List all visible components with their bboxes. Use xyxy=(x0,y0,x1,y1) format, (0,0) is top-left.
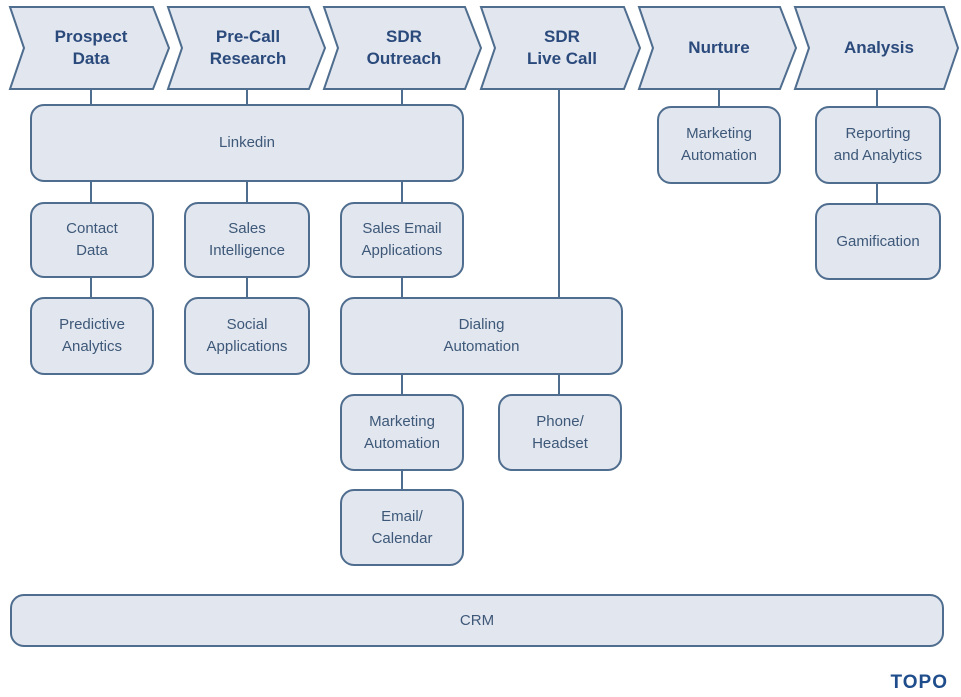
node-marketing-automation-nurture: Marketing Automation xyxy=(657,106,781,184)
node-email-calendar: Email/ Calendar xyxy=(340,489,464,566)
connector-line xyxy=(718,89,720,107)
node-label-line: CRM xyxy=(459,611,495,629)
node-label-line: Sales Email xyxy=(362,220,442,237)
node-label-line: Reporting xyxy=(845,125,911,142)
node-label-line: Automation xyxy=(681,147,757,164)
node-label-line: Social xyxy=(226,316,268,333)
node-label-line: Linkedin xyxy=(219,134,275,151)
node-label-line: Analytics xyxy=(61,338,123,355)
connector-line xyxy=(558,374,560,395)
node-label-line: Phone/ xyxy=(536,412,584,430)
stage-sdr-live-call: SDR Live Call xyxy=(499,6,625,90)
connector-line xyxy=(90,89,92,105)
stage-label-line: Prospect xyxy=(54,27,128,46)
stage-pre-call-research: Pre-Call Research xyxy=(186,6,310,90)
chevron-sdr-outreach xyxy=(322,6,483,90)
connector-line xyxy=(401,277,403,298)
node-label-line: Dialing xyxy=(458,316,505,333)
node-label-line: Marketing xyxy=(686,125,752,142)
node-label-line: Intelligence xyxy=(209,242,285,259)
connector-line xyxy=(876,183,878,204)
connector-line xyxy=(90,181,92,203)
node-predictive-analytics: Predictive Analytics xyxy=(30,297,154,375)
stage-label-line: Data xyxy=(72,49,110,68)
node-label-line: Email/ xyxy=(381,507,423,525)
connector-line xyxy=(401,181,403,203)
chevron-nurture xyxy=(637,6,798,90)
stage-nurture: Nurture xyxy=(657,6,781,90)
connector-line xyxy=(876,89,878,107)
stage-analysis: Analysis xyxy=(813,6,945,90)
node-gamification: Gamification xyxy=(815,203,941,280)
stage-sdr-outreach: SDR Outreach xyxy=(342,6,466,90)
chevron-sdr-live-call xyxy=(479,6,642,90)
stage-label-line: Nurture xyxy=(688,38,750,57)
node-sales-email-applications: Sales Email Applications xyxy=(340,202,464,278)
node-sales-intelligence: Sales Intelligence xyxy=(184,202,310,278)
node-social-applications: Social Applications xyxy=(184,297,310,375)
node-label-line: Automation xyxy=(443,338,520,355)
node-label-line: Applications xyxy=(206,338,288,355)
node-crm: CRM xyxy=(10,594,944,647)
brand-logo: TOPO xyxy=(890,672,948,693)
chevron-analysis xyxy=(793,6,960,90)
node-label-line: Sales xyxy=(228,220,266,237)
node-label-line: Headset xyxy=(532,434,588,452)
stage-label-line: Analysis xyxy=(844,38,914,57)
stage-label-line: Outreach xyxy=(366,49,442,68)
node-phone-headset: Phone/ Headset xyxy=(498,394,622,471)
node-label-line: Predictive xyxy=(59,316,125,333)
connector-line xyxy=(401,374,403,395)
node-contact-data: Contact Data xyxy=(30,202,154,278)
connector-line xyxy=(401,89,403,105)
chevron-pre-call-research xyxy=(166,6,327,90)
node-reporting-and-analytics: Reporting and Analytics xyxy=(815,106,941,184)
stage-label-line: Research xyxy=(209,49,287,68)
node-marketing-automation-outreach: Marketing Automation xyxy=(340,394,464,471)
connector-line xyxy=(90,277,92,298)
node-label-line: Contact xyxy=(66,220,118,237)
connector-line xyxy=(558,89,560,298)
connector-line xyxy=(246,181,248,203)
chevron-prospect-data xyxy=(8,6,171,90)
node-label-line: and Analytics xyxy=(833,147,923,164)
node-label-line: Automation xyxy=(364,434,440,452)
node-label-line: Applications xyxy=(361,242,443,259)
stage-prospect-data: Prospect Data xyxy=(28,6,154,90)
node-label-line: Calendar xyxy=(371,529,433,547)
node-label-line: Data xyxy=(76,242,108,259)
node-label-line: Marketing xyxy=(369,412,435,430)
connector-line xyxy=(246,277,248,298)
node-label-line: Gamification xyxy=(836,232,920,250)
node-linkedin: Linkedin xyxy=(30,104,464,182)
stage-label-line: Pre-Call xyxy=(215,27,281,46)
stage-label-line: Live Call xyxy=(527,49,597,68)
node-dialing-automation: Dialing Automation xyxy=(340,297,623,375)
connector-line xyxy=(401,470,403,490)
connector-line xyxy=(246,89,248,105)
stage-label-line: SDR xyxy=(544,27,580,46)
stage-label-line: SDR xyxy=(386,27,422,46)
